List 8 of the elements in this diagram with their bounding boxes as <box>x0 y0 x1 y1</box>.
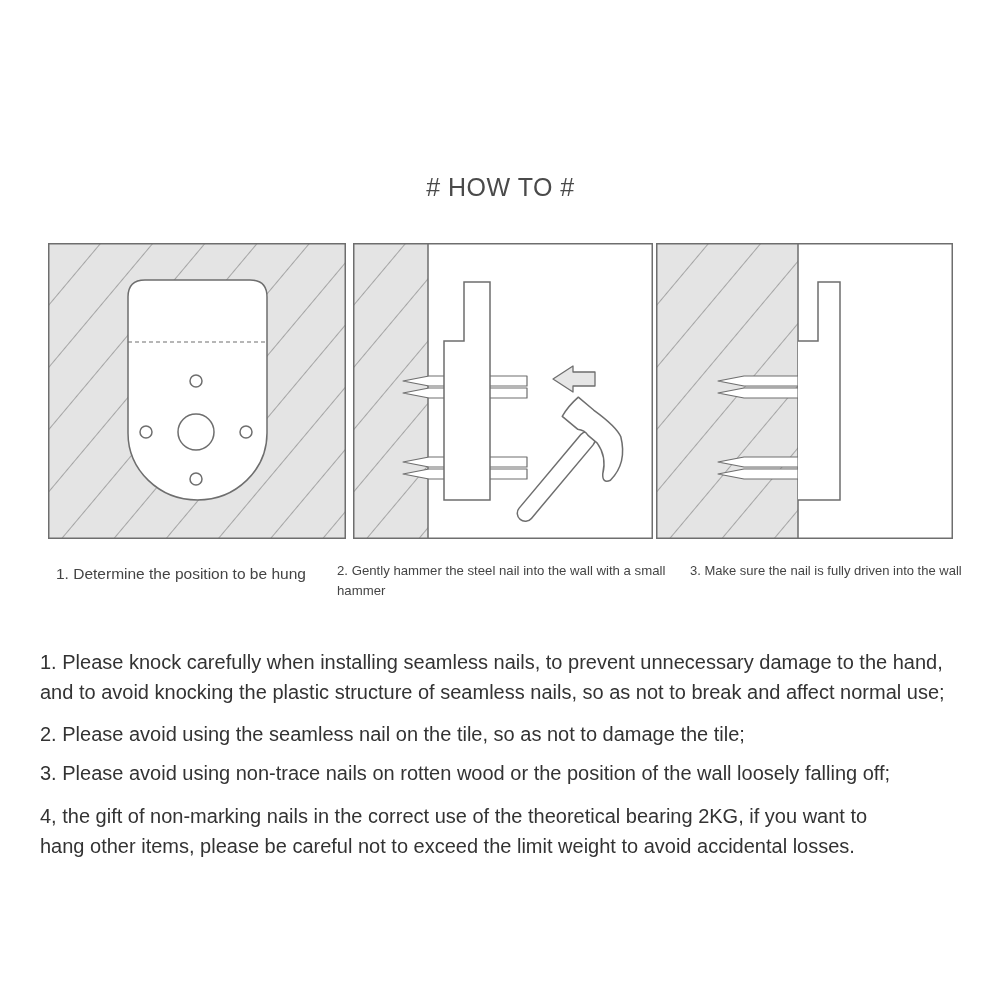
step-caption: 1. Determine the position to be hung <box>56 564 307 583</box>
note-text: 2. Please avoid using the seamless nail on the tile, so as not to damage the tile; <box>40 722 745 747</box>
step-caption: 2. Gently hammer the steel nail into the wall with a small hammer <box>337 562 667 600</box>
note-text: 1. Please knock carefully when installing seamless nails, to prevent unnecessary damage to the hand, and to avoid knocking the plastic structure of seamless nails, so as not to break and affect normal use; <box>40 650 946 705</box>
title: # HOW TO # <box>425 173 576 202</box>
note-text: 4, the gift of non-marking nails in the correct use of the theoretical bearing 2KG, if you want to hang other items, please be careful not to exceed the limit weight to avoid accidental losses. <box>40 804 869 859</box>
note-text: 3. Please avoid using non-trace nails on rotten wood or the position of the wall loosely falling off; <box>40 761 891 786</box>
step-caption: 3. Make sure the nail is fully driven into the wall <box>690 562 963 580</box>
